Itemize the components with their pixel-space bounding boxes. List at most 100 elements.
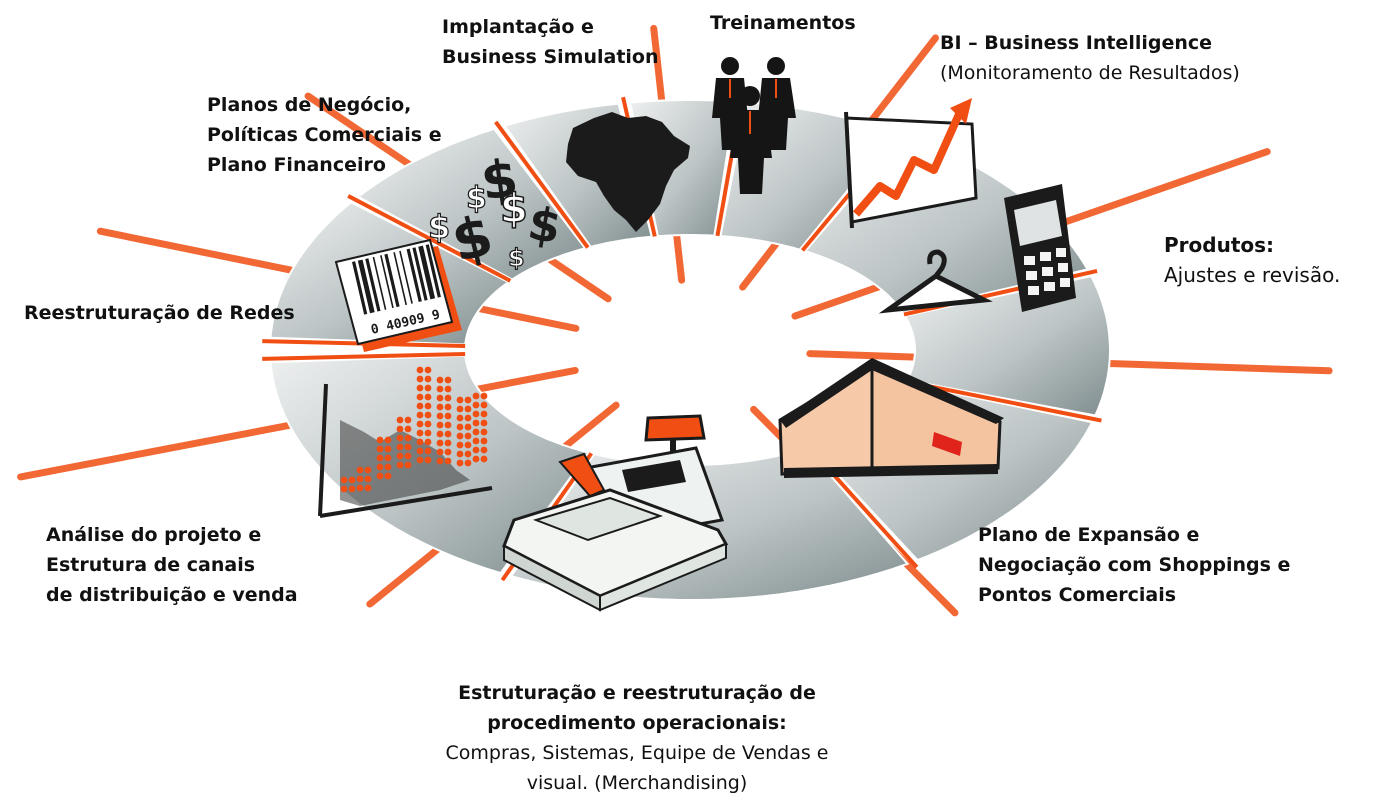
chart-dot [404, 452, 412, 460]
chart-dot [416, 393, 424, 401]
cash-register-icon [502, 414, 729, 612]
chart-dot [436, 403, 444, 411]
chart-dot [436, 439, 444, 447]
chart-dot [444, 385, 452, 393]
businessmen-icon [712, 57, 796, 194]
chart-dot [384, 436, 392, 444]
label-estruturacao: Estruturação e reestruturação de procedi… [445, 682, 829, 794]
barcode-bar [418, 245, 436, 300]
chart-dot [348, 476, 356, 484]
chart-dot [472, 446, 480, 454]
chart-dot [396, 416, 404, 424]
chart-dot [416, 375, 424, 383]
chart-dot [424, 438, 432, 446]
chart-dot [480, 437, 488, 445]
chart-dot [416, 456, 424, 464]
barcode-bar [412, 247, 428, 301]
chart-dot [376, 436, 384, 444]
chart-dot [396, 443, 404, 451]
chart-dot [404, 461, 412, 469]
chart-dot [480, 428, 488, 436]
chart-dot [464, 432, 472, 440]
chart-dot [456, 414, 464, 422]
chart-dot [340, 476, 348, 484]
chart-dot [480, 455, 488, 463]
chart-dot [364, 475, 372, 483]
chart-dot [424, 384, 432, 392]
chart-dot [444, 412, 452, 420]
chart-dot [416, 402, 424, 410]
chart-dot [436, 448, 444, 456]
chart-dot [404, 416, 412, 424]
ring-segment [356, 127, 587, 281]
chart-dot [456, 396, 464, 404]
chart-dot [472, 410, 480, 418]
chart-dot [472, 428, 480, 436]
label-analise: Análise do projeto e Estrutura de canais… [46, 524, 298, 606]
label-treinamentos: Treinamentos [710, 12, 856, 34]
segment-divider [347, 194, 512, 283]
barcode-bar [351, 261, 368, 315]
chart-dot [424, 402, 432, 410]
barcode-bar [357, 259, 375, 314]
chart-dot [356, 466, 364, 474]
chart-dot [376, 463, 384, 471]
chart-dot [424, 375, 432, 383]
chart-dot [456, 450, 464, 458]
svg-text:$: $ [428, 208, 450, 246]
chart-dot [444, 439, 452, 447]
chart-dot [436, 430, 444, 438]
segment-divider [905, 379, 1102, 423]
label-planos: Planos de Negócio, Políticas Comerciais … [207, 94, 442, 176]
chart-dot [384, 472, 392, 480]
chart-dot [340, 485, 348, 493]
growth-chart-icon [844, 98, 978, 229]
chart-dot [384, 454, 392, 462]
chart-dot [424, 420, 432, 428]
chart-dot [444, 376, 452, 384]
chart-dot [436, 412, 444, 420]
chart-dot [416, 384, 424, 392]
chart-dot [464, 405, 472, 413]
chart-dot [464, 423, 472, 431]
chart-dot [444, 403, 452, 411]
chart-dot [436, 376, 444, 384]
chart-dot [348, 485, 356, 493]
chart-dot [456, 441, 464, 449]
label-produtos: Produtos: Ajustes e revisão. [1164, 233, 1341, 287]
chart-dot [472, 437, 480, 445]
chart-dot [480, 410, 488, 418]
chart-dot [456, 423, 464, 431]
chart-dot [444, 457, 452, 465]
chart-dot [472, 455, 480, 463]
chart-dot [444, 421, 452, 429]
chart-dot [356, 484, 364, 492]
chart-dot [376, 472, 384, 480]
chart-dot [480, 419, 488, 427]
chart-dot [416, 366, 424, 374]
barcode-bar [425, 244, 441, 298]
chart-dot [416, 420, 424, 428]
chart-dot [456, 405, 464, 413]
chart-dot [424, 447, 432, 455]
barcode-bar [384, 253, 400, 308]
chart-dot [456, 432, 464, 440]
chart-dot [356, 475, 364, 483]
chart-dot [436, 394, 444, 402]
chart-dot [464, 396, 472, 404]
chart-dot [472, 392, 480, 400]
chart-dot [416, 411, 424, 419]
chart-dot [396, 434, 404, 442]
hanger-icon [878, 249, 993, 314]
barcode-bar [365, 258, 381, 312]
chart-dot [464, 459, 472, 467]
chart-dot [396, 461, 404, 469]
chart-dot [444, 430, 452, 438]
chart-dot [444, 448, 452, 456]
chart-dot [364, 466, 372, 474]
label-expansao: Plano de Expansão e Negociação com Shopp… [978, 524, 1291, 606]
svg-text:$: $ [477, 148, 521, 212]
chart-dot [472, 419, 480, 427]
chart-dot [404, 434, 412, 442]
chart-dot [384, 445, 392, 453]
